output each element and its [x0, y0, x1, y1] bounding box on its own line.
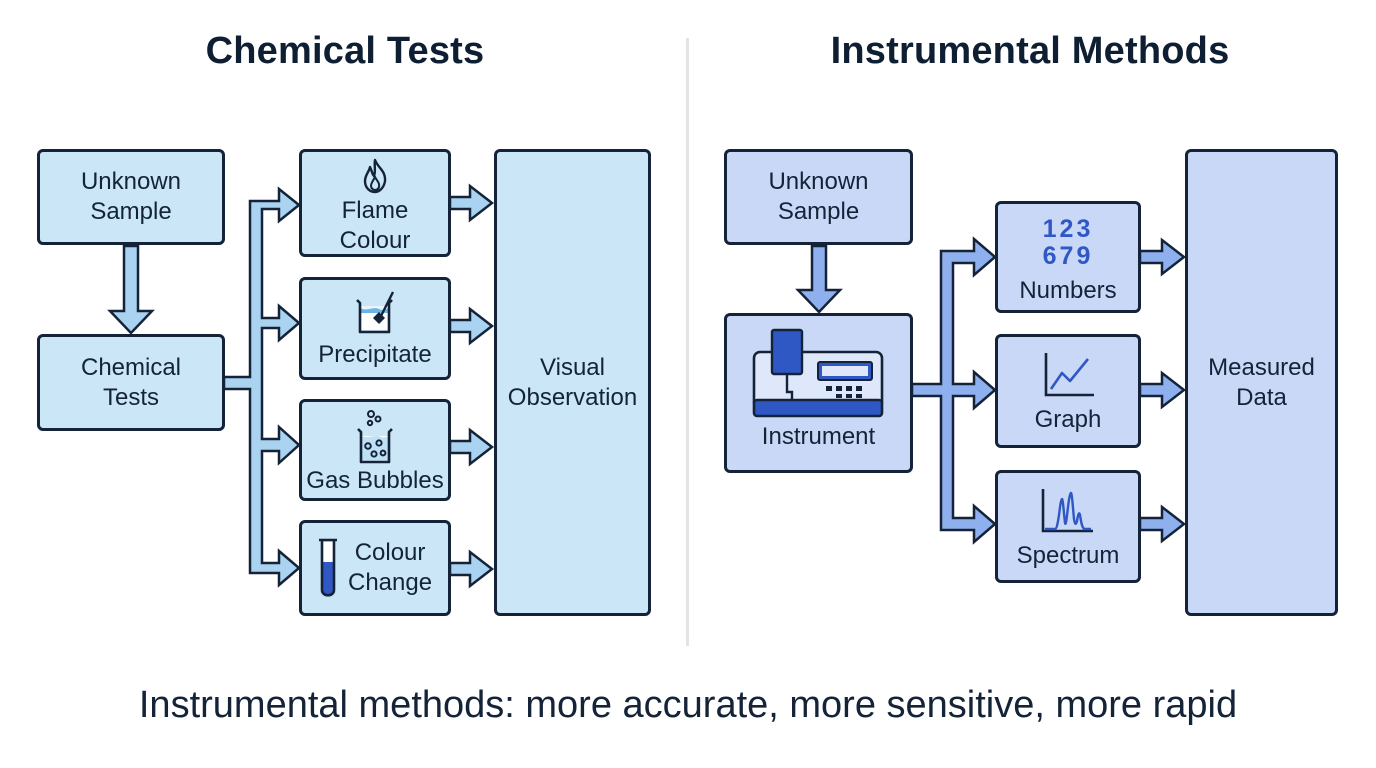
- arrow-precipitate-to-observation: [448, 306, 495, 346]
- spectrum-label: Spectrum: [1016, 542, 1120, 569]
- measured-data-label: Measured Data: [1208, 353, 1315, 411]
- visual-observation-box: Visual Observation: [494, 149, 651, 616]
- arrow-colour-to-observation: [448, 549, 495, 589]
- colour-change-label: Colour Change: [348, 539, 433, 596]
- arrow-bubbles-to-observation: [448, 427, 495, 467]
- branch-tree-left: [222, 186, 302, 588]
- flame-icon: [360, 158, 390, 196]
- chemical-tests-title: Chemical Tests: [205, 30, 485, 72]
- unknown-sample-label: Unknown Sample: [768, 168, 869, 225]
- numbers-label: Numbers: [1019, 277, 1117, 304]
- arrow-spectrum-to-data: [1138, 504, 1187, 544]
- spectrum-icon: [1035, 485, 1101, 541]
- instrumental-methods-title: Instrumental Methods: [830, 30, 1230, 72]
- graph-label: Graph: [1034, 406, 1102, 433]
- precipitate-label: Precipitate: [318, 341, 432, 368]
- arrow-sample-to-tests: [107, 244, 155, 335]
- precipitate-box: Precipitate: [299, 277, 451, 380]
- arrow-graph-to-data: [1138, 370, 1187, 410]
- flame-colour-label: Flame Colour: [339, 197, 411, 254]
- gas-bubbles-label: Gas Bubbles: [306, 467, 444, 494]
- unknown-sample-box-left: Unknown Sample: [37, 149, 225, 245]
- beaker-precipitate-icon: [351, 288, 399, 340]
- footer-caption: Instrumental methods: more accurate, mor…: [138, 684, 1238, 726]
- graph-box: Graph: [995, 334, 1141, 448]
- branch-tree-right: [910, 236, 997, 545]
- arrow-numbers-to-data: [1138, 237, 1187, 277]
- instrument-label: Instrument: [761, 423, 876, 450]
- chemical-tests-label: Chemical Tests: [80, 353, 182, 411]
- test-tube-icon: [316, 536, 340, 600]
- beaker-bubbles-icon: [353, 408, 397, 466]
- arrow-sample-to-instrument: [795, 244, 843, 314]
- numbers-icon: 123 679: [1042, 215, 1094, 270]
- unknown-sample-label: Unknown Sample: [80, 168, 182, 225]
- measured-data-box: Measured Data: [1185, 149, 1338, 616]
- panel-divider: [686, 38, 689, 646]
- gas-bubbles-box: Gas Bubbles: [299, 399, 451, 501]
- numbers-box: 123 679 Numbers: [995, 201, 1141, 313]
- unknown-sample-box-right: Unknown Sample: [724, 149, 913, 245]
- instrument-box: Instrument: [724, 313, 913, 473]
- arrow-flame-to-observation: [448, 183, 495, 223]
- chemical-tests-box: Chemical Tests: [37, 334, 225, 431]
- line-graph-icon: [1038, 349, 1098, 405]
- visual-observation-label: Visual Observation: [507, 353, 638, 411]
- colour-change-box: Colour Change: [299, 520, 451, 616]
- instrument-icon: [752, 328, 886, 422]
- flame-colour-box: Flame Colour: [299, 149, 451, 257]
- spectrum-box: Spectrum: [995, 470, 1141, 583]
